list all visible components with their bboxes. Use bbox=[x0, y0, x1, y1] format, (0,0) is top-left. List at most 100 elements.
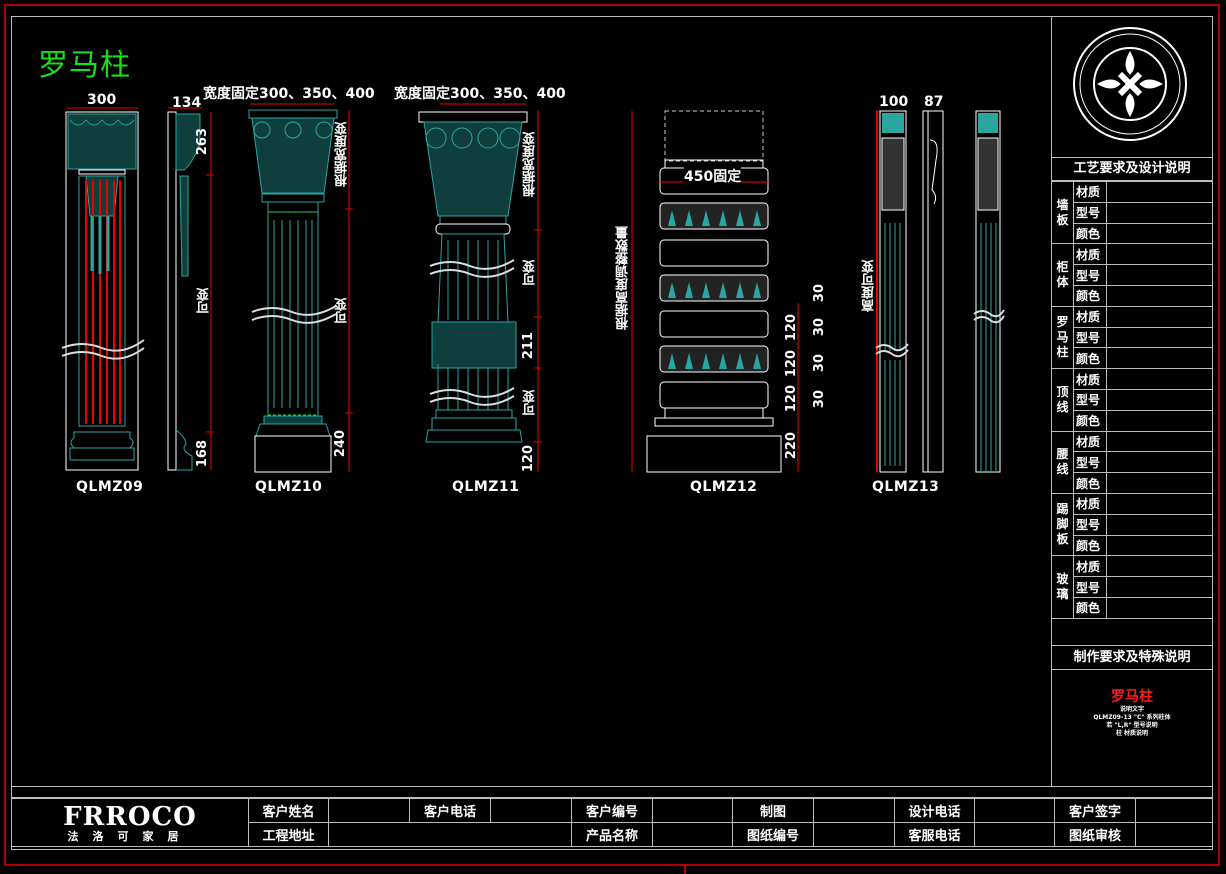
note-line: 若 "L,R" 型号说明 bbox=[1106, 722, 1158, 729]
spec-attribute-label: 材质 bbox=[1073, 243, 1107, 266]
dim-qlmz09-shaft: 可变 bbox=[197, 288, 212, 314]
spec-attribute-label: 材质 bbox=[1073, 368, 1107, 390]
frame-tick bbox=[684, 864, 686, 874]
field-service-phone[interactable] bbox=[974, 822, 1055, 847]
spec-row: 颜色 bbox=[1052, 472, 1213, 494]
dim-qlmz10-shaft: 可变 bbox=[335, 298, 350, 324]
label-drafter: 制图 bbox=[732, 798, 814, 823]
column-label-qlmz10[interactable]: QLMZ10 bbox=[255, 479, 323, 495]
spec-attribute-value[interactable] bbox=[1106, 222, 1213, 245]
dim-qlmz13-height: 高度可变 bbox=[862, 260, 877, 312]
dim-qlmz11-base: 120 bbox=[521, 445, 536, 473]
spec-attribute-value[interactable] bbox=[1106, 596, 1213, 619]
ring-ornaments bbox=[668, 210, 761, 369]
field-drawing-review[interactable] bbox=[1135, 822, 1213, 847]
column-qlmz09-front bbox=[61, 107, 145, 471]
spec-attribute-value[interactable] bbox=[1106, 430, 1213, 453]
spec-attribute-value[interactable] bbox=[1106, 347, 1213, 370]
spec-row: 型号 bbox=[1052, 201, 1213, 224]
spec-attribute-label: 材质 bbox=[1073, 492, 1107, 515]
spec-group-5: 踢脚板 bbox=[1051, 492, 1074, 557]
dim-qlmz11-shaft-upper: 可变 bbox=[523, 260, 538, 286]
spec-attribute-value[interactable] bbox=[1106, 555, 1213, 578]
spec-attribute-value[interactable] bbox=[1106, 472, 1213, 494]
title-block-divider bbox=[11, 797, 1213, 798]
spec-group-1: 柜体 bbox=[1051, 243, 1074, 307]
spec-attribute-value[interactable] bbox=[1106, 368, 1213, 390]
field-customer-signature[interactable] bbox=[1135, 798, 1213, 823]
field-design-phone[interactable] bbox=[974, 798, 1055, 823]
spec-attribute-value[interactable] bbox=[1106, 284, 1213, 307]
field-customer-phone[interactable] bbox=[490, 798, 572, 823]
label-customer-signature: 客户签字 bbox=[1054, 798, 1136, 823]
field-drawing-number[interactable] bbox=[813, 822, 895, 847]
spec-row: 型号 bbox=[1052, 388, 1213, 411]
spec-header: 工艺要求及设计说明 bbox=[1051, 157, 1213, 181]
spec-row: 颜色 bbox=[1052, 347, 1213, 370]
field-drafter[interactable] bbox=[813, 798, 895, 823]
spec-attribute-value[interactable] bbox=[1106, 305, 1213, 328]
column-qlmz11 bbox=[418, 103, 542, 472]
field-product-name[interactable] bbox=[652, 822, 733, 847]
spec-attribute-value[interactable] bbox=[1106, 388, 1213, 411]
spec-attribute-label: 材质 bbox=[1073, 430, 1107, 453]
field-project-address[interactable] bbox=[328, 822, 572, 847]
column-qlmz10 bbox=[248, 103, 353, 473]
column-label-qlmz13[interactable]: QLMZ13 bbox=[872, 479, 940, 495]
spec-attribute-label: 颜色 bbox=[1073, 534, 1107, 557]
dim-qlmz10-base: 240 bbox=[333, 430, 348, 458]
note-title: 罗马柱 bbox=[1111, 689, 1153, 705]
spec-attribute-label: 颜色 bbox=[1073, 596, 1107, 619]
label-customer-number: 客户编号 bbox=[571, 798, 653, 823]
spec-row: 型号 bbox=[1052, 451, 1213, 474]
width-note-2: 宽度固定300、350、400 bbox=[394, 86, 566, 102]
dim-qlmz09-width: 300 bbox=[87, 92, 117, 108]
spec-attribute-label: 型号 bbox=[1073, 326, 1107, 349]
spec-attribute-value[interactable] bbox=[1106, 576, 1213, 598]
spec-row: 颜色 bbox=[1052, 534, 1213, 557]
dim-qlmz09-capital: 263 bbox=[195, 128, 210, 156]
spec-attribute-label: 材质 bbox=[1073, 181, 1107, 203]
dim-qlmz13-side-width: 87 bbox=[924, 94, 944, 110]
spec-attribute-label: 型号 bbox=[1073, 264, 1107, 286]
spec-attribute-label: 型号 bbox=[1073, 513, 1107, 536]
dim-qlmz12-ring-2: 30 bbox=[812, 318, 827, 337]
title-block: FRROCO 法洛可家居 客户姓名 客户电话 客户编号 制图 设计电话 客户签字… bbox=[11, 798, 1213, 847]
spec-attribute-value[interactable] bbox=[1106, 513, 1213, 536]
dim-qlmz09-base: 168 bbox=[195, 440, 210, 468]
field-customer-name[interactable] bbox=[328, 798, 410, 823]
spec-attribute-value[interactable] bbox=[1106, 451, 1213, 474]
column-qlmz13 bbox=[875, 110, 1005, 473]
spec-row: 罗马柱材质 bbox=[1051, 305, 1213, 370]
label-project-address: 工程地址 bbox=[248, 822, 329, 847]
dim-qlmz12-ring-5: 120 bbox=[784, 385, 799, 413]
spec-attribute-label: 材质 bbox=[1073, 555, 1107, 578]
column-label-qlmz12[interactable]: QLMZ12 bbox=[690, 479, 758, 495]
field-customer-number[interactable] bbox=[652, 798, 733, 823]
dim-qlmz12-base: 220 bbox=[784, 432, 799, 460]
spec-attribute-value[interactable] bbox=[1106, 534, 1213, 557]
column-label-qlmz11[interactable]: QLMZ11 bbox=[452, 479, 520, 495]
spec-attribute-value[interactable] bbox=[1106, 201, 1213, 224]
label-design-phone: 设计电话 bbox=[894, 798, 975, 823]
spec-attribute-value[interactable] bbox=[1106, 409, 1213, 432]
spec-attribute-value[interactable] bbox=[1106, 243, 1213, 266]
spec-attribute-value[interactable] bbox=[1106, 181, 1213, 203]
column-label-qlmz09[interactable]: QLMZ09 bbox=[76, 479, 144, 495]
spec-row: 型号 bbox=[1052, 513, 1213, 536]
drawing-outer-frame bbox=[4, 4, 1220, 866]
spec-attribute-value[interactable] bbox=[1106, 264, 1213, 286]
spec-row: 柜体材质 bbox=[1051, 243, 1213, 307]
special-note: 罗马柱 说明文字 QLMZ09-13 "C" 系列柱体 若 "L,R" 型号说明… bbox=[1051, 670, 1213, 786]
spec-group-6: 玻璃 bbox=[1051, 555, 1074, 619]
column-qlmz09-side bbox=[167, 107, 214, 471]
spec-attribute-value[interactable] bbox=[1106, 326, 1213, 349]
dim-qlmz12-height: 根据高度调整数量 bbox=[616, 226, 631, 330]
spec-row: 型号 bbox=[1052, 326, 1213, 349]
spec-row: 玻璃材质 bbox=[1051, 555, 1213, 619]
note-line: 说明文字 bbox=[1119, 706, 1144, 713]
width-note-1: 宽度固定300、350、400 bbox=[203, 86, 375, 102]
spec-row: 颜色 bbox=[1052, 222, 1213, 245]
spec-attribute-value[interactable] bbox=[1106, 492, 1213, 515]
